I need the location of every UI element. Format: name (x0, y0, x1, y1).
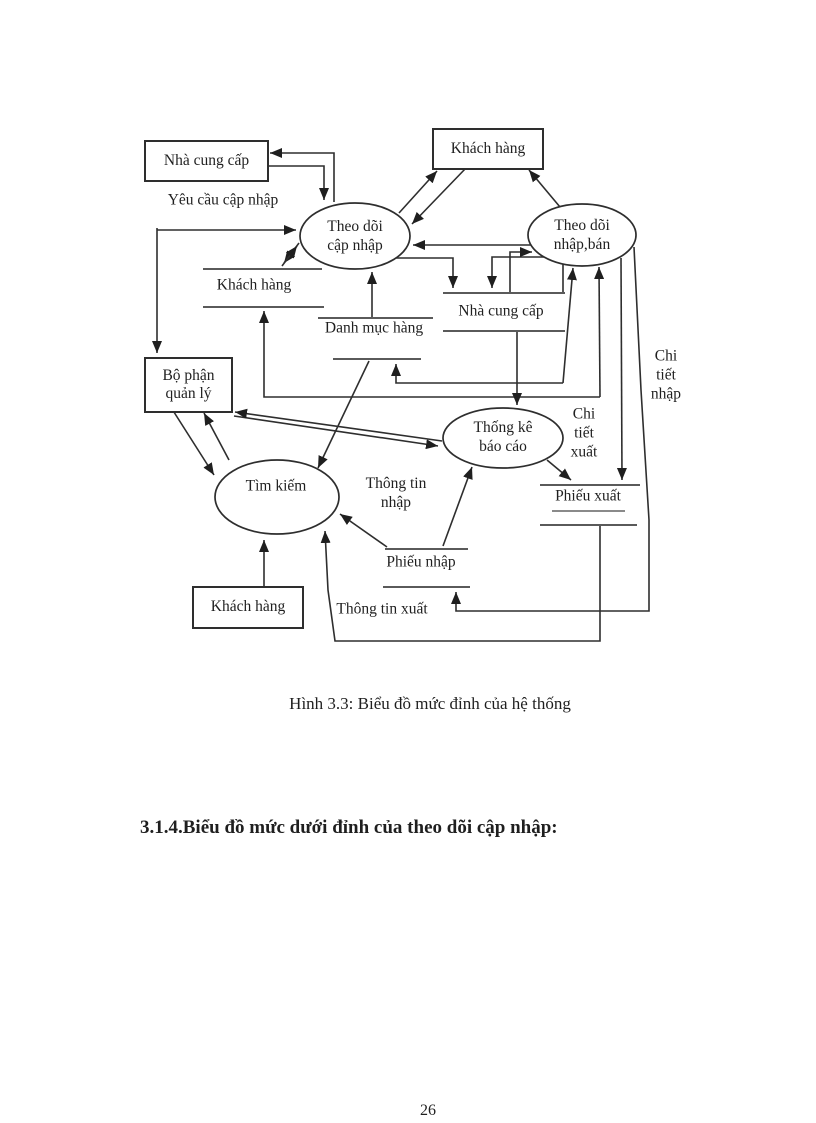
flow-label-import-detail-line1: Chi (654, 347, 678, 365)
flow-label-export-detail-line2: tiết (574, 424, 594, 442)
flow-importsale-to-supplierstore (487, 256, 546, 288)
process-update-line1: Theo dõi (327, 218, 383, 236)
flow-customerstore-to-update (281, 245, 298, 267)
process-importsale-label: Theo dõi nhập,bán (554, 217, 610, 255)
process-report-line2: báo cáo (479, 438, 527, 455)
flow-label-export-detail: Chi tiết xuất (571, 406, 598, 463)
flow-label-update-request: Yêu cầu cập nhập (167, 191, 279, 209)
external-management-line2: quản lý (165, 385, 212, 402)
process-update-label: Theo dõi cập nhập (327, 218, 383, 256)
flow-importsale-to-customer (528, 169, 561, 208)
process-search-ellipse (214, 459, 340, 535)
process-importsale-line1: Theo dõi (554, 217, 610, 235)
page-number: 26 (420, 1102, 436, 1119)
process-report-line1: Thống kê (473, 419, 533, 437)
external-customer-top-box: Khách hàng (432, 128, 544, 170)
figure-caption: Hình 3.3: Biểu đồ mức đỉnh của hệ thống (289, 694, 571, 713)
flow-importslip-to-report (442, 466, 473, 547)
flow-search-to-management (203, 412, 230, 461)
flow-label-import-info-line1: Thông tin (365, 475, 427, 493)
external-management-box: Bộ phận quản lý (144, 357, 233, 413)
flow-catalog-to-search (317, 360, 370, 469)
store-importslip-label: Phiếu nhập (386, 553, 456, 571)
flow-label-export-info: Thông tin xuất (336, 600, 428, 618)
flow-importslip-to-search (339, 513, 388, 548)
process-report-ellipse (442, 407, 564, 469)
flow-customerstore-to-importsale (594, 266, 605, 398)
flow-label-export-detail-line3: xuất (570, 443, 598, 461)
external-supplier-label: Nhà cung cấp (163, 151, 250, 169)
process-update-line2: cập nhập (327, 237, 383, 254)
flow-importsale-to-exportslip (616, 257, 627, 481)
process-update-ellipse (299, 202, 411, 270)
flow-report-to-exportslip (546, 459, 572, 481)
flow-importsale-to-catalogline (391, 364, 563, 384)
flow-importsale-to-importslip (451, 246, 650, 612)
process-importsale-ellipse (527, 203, 637, 267)
process-importsale-line2: nhập,bán (553, 236, 611, 253)
external-customer-bottom-box: Khách hàng (192, 586, 304, 629)
flow-supplier-to-update (265, 165, 329, 200)
external-management-line1: Bộ phận (162, 366, 215, 384)
external-management-label: Bộ phận quản lý (162, 367, 214, 404)
flow-label-import-info: Thông tin nhập (366, 475, 427, 513)
store-catalog-label: Danh mục hàng (324, 319, 424, 337)
flow-management-to-search (171, 408, 215, 476)
flow-label-import-detail: Chi tiết nhập (651, 348, 681, 405)
flow-update-to-supplier (270, 148, 335, 202)
store-supplier-label: Nhà cung cấp (458, 302, 544, 320)
store-customer-label: Khách hàng (216, 276, 292, 294)
flow-label-import-detail-line3: nhập (650, 385, 682, 403)
flow-customer-to-update (411, 167, 467, 225)
flow-catalogline-to-importsale (562, 267, 577, 384)
external-customer-bottom-label: Khách hàng (210, 598, 286, 616)
external-supplier-box: Nhà cung cấp (144, 140, 269, 182)
flow-label-import-info-line2: nhập (380, 494, 412, 511)
external-customer-top-label: Khách hàng (450, 139, 526, 157)
process-search-label: Tìm kiếm (245, 477, 307, 495)
store-exportslip-label: Phiếu xuất (555, 487, 621, 505)
flow-importsale-to-customerstore (259, 311, 600, 398)
flow-supplierstore-to-importsale (509, 247, 532, 292)
flow-label-export-detail-line1: Chi (572, 405, 596, 423)
flow-exportslip-to-search (320, 525, 601, 642)
flow-update-to-supplierstore (396, 257, 458, 288)
flow-label-import-detail-line2: tiết (656, 366, 676, 384)
process-report-label: Thống kê báo cáo (474, 419, 533, 457)
section-heading: 3.1.4.Biểu đồ mức dưới đỉnh của theo dõi… (140, 817, 558, 838)
flow-update-to-customer (398, 170, 438, 214)
